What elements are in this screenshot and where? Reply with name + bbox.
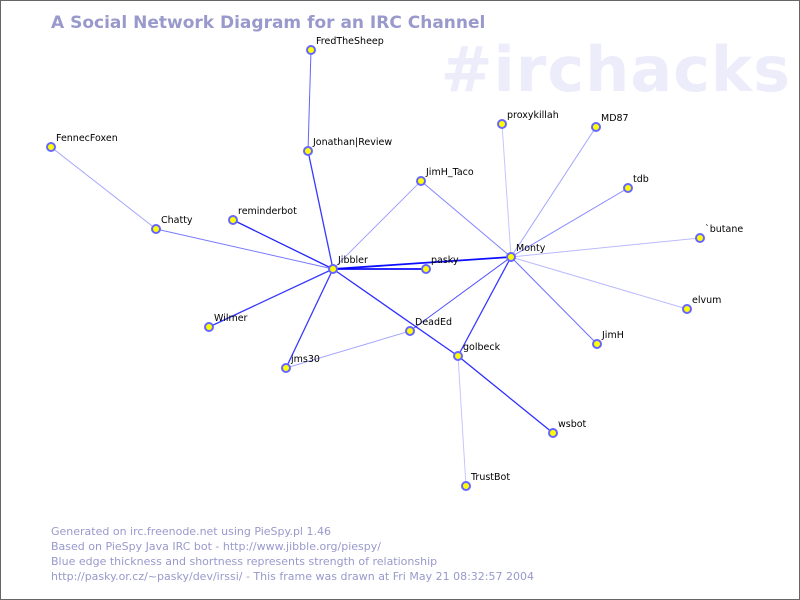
node-label: FennecFoxen bbox=[56, 133, 118, 144]
node-label: Chatty bbox=[161, 215, 193, 226]
edge-FredTheSheep-Jonathan|Review bbox=[307, 49, 312, 152]
node-label: golbeck bbox=[463, 342, 501, 353]
node-golbeck[interactable]: golbeck bbox=[453, 342, 501, 361]
node-circle[interactable] bbox=[497, 119, 507, 129]
edge-Wilmer-Jibbler bbox=[208, 268, 334, 328]
node-circle[interactable] bbox=[306, 45, 316, 55]
node-label: DeadEd bbox=[415, 317, 452, 328]
node-tdb[interactable]: tdb bbox=[623, 174, 649, 193]
edge-Monty-tdb bbox=[510, 187, 629, 258]
node-circle[interactable] bbox=[228, 215, 238, 225]
node-Jonathan|Review[interactable]: Jonathan|Review bbox=[303, 137, 392, 156]
node-DeadEd[interactable]: DeadEd bbox=[405, 317, 452, 336]
edge-Jibbler-golbeck bbox=[332, 268, 459, 357]
node-label: `butane bbox=[705, 224, 743, 235]
node-circle[interactable] bbox=[506, 252, 516, 262]
footer-line: Based on PieSpy Java IRC bot - http://ww… bbox=[51, 540, 381, 553]
node-circle[interactable] bbox=[151, 224, 161, 234]
node-circle[interactable] bbox=[623, 183, 633, 193]
node-label: jms30 bbox=[290, 354, 320, 365]
node-Jibbler[interactable]: Jibbler bbox=[328, 255, 368, 274]
node-label: TrustBot bbox=[470, 472, 510, 483]
node-label: wsbot bbox=[558, 419, 587, 430]
node-Wilmer[interactable]: Wilmer bbox=[204, 313, 248, 332]
node-circle[interactable] bbox=[682, 304, 692, 314]
node-label: JimH bbox=[601, 330, 624, 341]
node-circle[interactable] bbox=[548, 428, 558, 438]
diagram-title: A Social Network Diagram for an IRC Chan… bbox=[51, 13, 486, 33]
node-circle[interactable] bbox=[695, 233, 705, 243]
edge-Chatty-Jibbler bbox=[155, 228, 334, 270]
node-circle[interactable] bbox=[421, 264, 431, 274]
edge-Monty-MD87 bbox=[510, 126, 597, 258]
edge-JimH_Taco-Monty bbox=[420, 180, 512, 258]
edge-Jibbler-JimH_Taco bbox=[332, 180, 422, 270]
edge-jms30-DeadEd bbox=[285, 330, 411, 369]
edges-layer bbox=[50, 49, 701, 487]
node-label: reminderbot bbox=[238, 206, 297, 217]
node-circle[interactable] bbox=[416, 176, 426, 186]
node-FredTheSheep[interactable]: FredTheSheep bbox=[306, 36, 384, 55]
node-circle[interactable] bbox=[204, 322, 214, 332]
node-circle[interactable] bbox=[461, 481, 471, 491]
node-MD87[interactable]: MD87 bbox=[591, 113, 629, 132]
node-label: elvum bbox=[692, 295, 721, 306]
channel-watermark: #irchacks bbox=[440, 33, 791, 106]
footer-line: http://pasky.or.cz/~pasky/dev/irssi/ - T… bbox=[51, 570, 534, 583]
node-pasky[interactable]: pasky bbox=[421, 255, 459, 274]
node-circle[interactable] bbox=[328, 264, 338, 274]
node-elvum[interactable]: elvum bbox=[682, 295, 721, 314]
edge-golbeck-Monty bbox=[457, 256, 512, 357]
node-circle[interactable] bbox=[405, 326, 415, 336]
node-label: pasky bbox=[431, 255, 459, 266]
node-label: proxykillah bbox=[507, 110, 559, 121]
edge-Jibbler-Monty bbox=[332, 256, 512, 270]
node-Monty[interactable]: Monty bbox=[506, 243, 546, 262]
edge-DeadEd-Monty bbox=[409, 256, 512, 332]
node-circle[interactable] bbox=[281, 363, 291, 373]
edge-golbeck-TrustBot bbox=[457, 355, 467, 487]
node-label: Jonathan|Review bbox=[312, 137, 392, 148]
edge-Monty-JimH bbox=[510, 256, 598, 345]
node-label: JimH_Taco bbox=[425, 167, 474, 178]
node-proxykillah[interactable]: proxykillah bbox=[497, 110, 559, 129]
node-TrustBot[interactable]: TrustBot bbox=[461, 472, 510, 491]
edge-FennecFoxen-Chatty bbox=[50, 146, 157, 230]
node-label: Monty bbox=[516, 243, 546, 254]
edge-Jonathan|Review-Jibbler bbox=[307, 150, 334, 270]
node-jms30[interactable]: jms30 bbox=[281, 354, 320, 373]
edge-Monty-proxykillah bbox=[501, 123, 512, 258]
edge-reminderbot-Jibbler bbox=[232, 219, 334, 270]
footer-line: Generated on irc.freenode.net using PieS… bbox=[51, 525, 331, 538]
footer: Generated on irc.freenode.net using PieS… bbox=[51, 524, 534, 584]
edge-jms30-Jibbler bbox=[285, 268, 334, 369]
node-label: Jibbler bbox=[337, 255, 368, 266]
node-label: Wilmer bbox=[214, 313, 248, 324]
node-label: tdb bbox=[633, 174, 649, 185]
node-circle[interactable] bbox=[592, 339, 602, 349]
node-Chatty[interactable]: Chatty bbox=[151, 215, 193, 234]
node-FennecFoxen[interactable]: FennecFoxen bbox=[46, 133, 118, 152]
edge-Monty-`butane bbox=[510, 237, 701, 258]
node-JimH[interactable]: JimH bbox=[592, 330, 624, 349]
node-wsbot[interactable]: wsbot bbox=[548, 419, 587, 438]
footer-line: Blue edge thickness and shortness repres… bbox=[51, 555, 438, 568]
edge-Monty-elvum bbox=[510, 256, 688, 310]
node-`butane[interactable]: `butane bbox=[695, 224, 743, 243]
node-circle[interactable] bbox=[453, 351, 463, 361]
node-circle[interactable] bbox=[303, 146, 313, 156]
node-circle[interactable] bbox=[46, 142, 56, 152]
node-label: FredTheSheep bbox=[316, 36, 384, 47]
edge-golbeck-wsbot bbox=[457, 355, 554, 434]
node-reminderbot[interactable]: reminderbot bbox=[228, 206, 297, 225]
node-circle[interactable] bbox=[591, 122, 601, 132]
node-JimH_Taco[interactable]: JimH_Taco bbox=[416, 167, 474, 186]
node-label: MD87 bbox=[601, 113, 629, 124]
